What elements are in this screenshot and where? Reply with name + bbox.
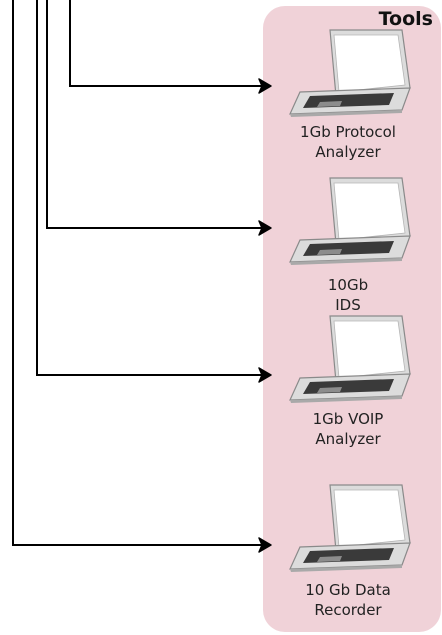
connector-line-3 (36, 0, 262, 376)
tool-label-2: 10Gb IDS (263, 275, 433, 315)
laptop-icon (289, 484, 411, 572)
tool-label-4: 10 Gb Data Recorder (263, 580, 433, 620)
connector-line-1 (69, 0, 262, 87)
tool-label-1: 1Gb Protocol Analyzer (263, 122, 433, 162)
tool-label-3: 1Gb VOIP Analyzer (263, 409, 433, 449)
laptop-icon (289, 29, 411, 117)
arrowhead-icon (258, 537, 272, 553)
laptop-icon (289, 177, 411, 265)
tool-label-line: 1Gb VOIP (312, 410, 384, 428)
panel-title: Tools (378, 8, 433, 30)
tool-label-line: IDS (335, 296, 361, 314)
tool-label-line: Recorder (314, 601, 382, 619)
arrowhead-icon (258, 220, 272, 236)
arrowhead-icon (258, 367, 272, 383)
tool-label-line: 1Gb Protocol (300, 123, 396, 141)
arrowhead-icon (258, 78, 272, 94)
connector-line-4 (12, 0, 262, 546)
connector-line-2 (46, 0, 262, 229)
tool-label-line: Analyzer (315, 430, 381, 448)
tool-label-line: 10 Gb Data (305, 581, 391, 599)
tool-label-line: 10Gb (327, 276, 369, 294)
tool-label-line: Analyzer (315, 143, 381, 161)
laptop-icon (289, 315, 411, 403)
